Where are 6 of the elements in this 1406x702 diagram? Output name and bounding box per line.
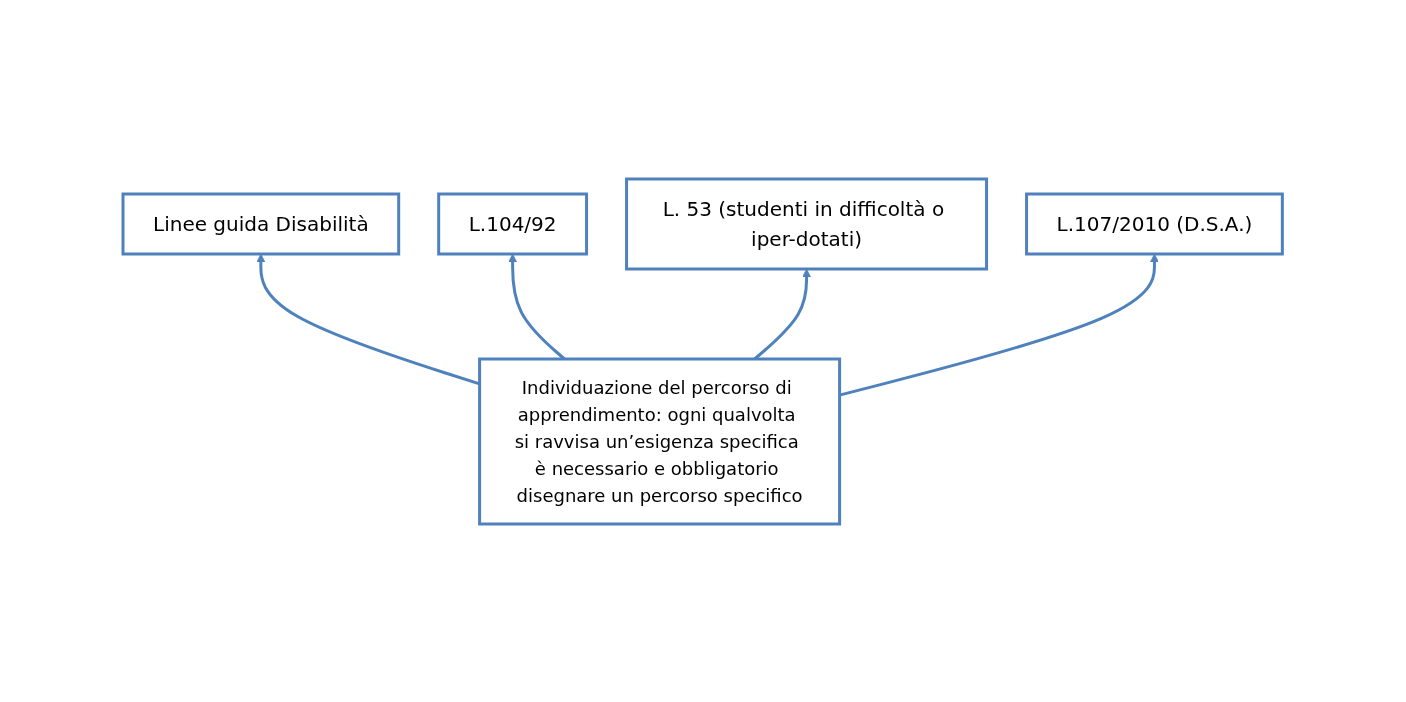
node-box: Linee guida Disabilità [121,192,401,255]
arrow [839,253,1160,397]
node-box: Individuazione del percorso di apprendimento: ogni qualvolta si ravvisa un’esigenza specifica è necessario e obbligatorio disegnare un percorso specifico [478,357,842,525]
node-box: L. 53 (studenti in difficoltà o iper-dotati) [625,177,989,270]
node-box: L.104/92 [437,192,589,255]
node-box: L.107/2010 (D.S.A.) [1025,192,1285,255]
